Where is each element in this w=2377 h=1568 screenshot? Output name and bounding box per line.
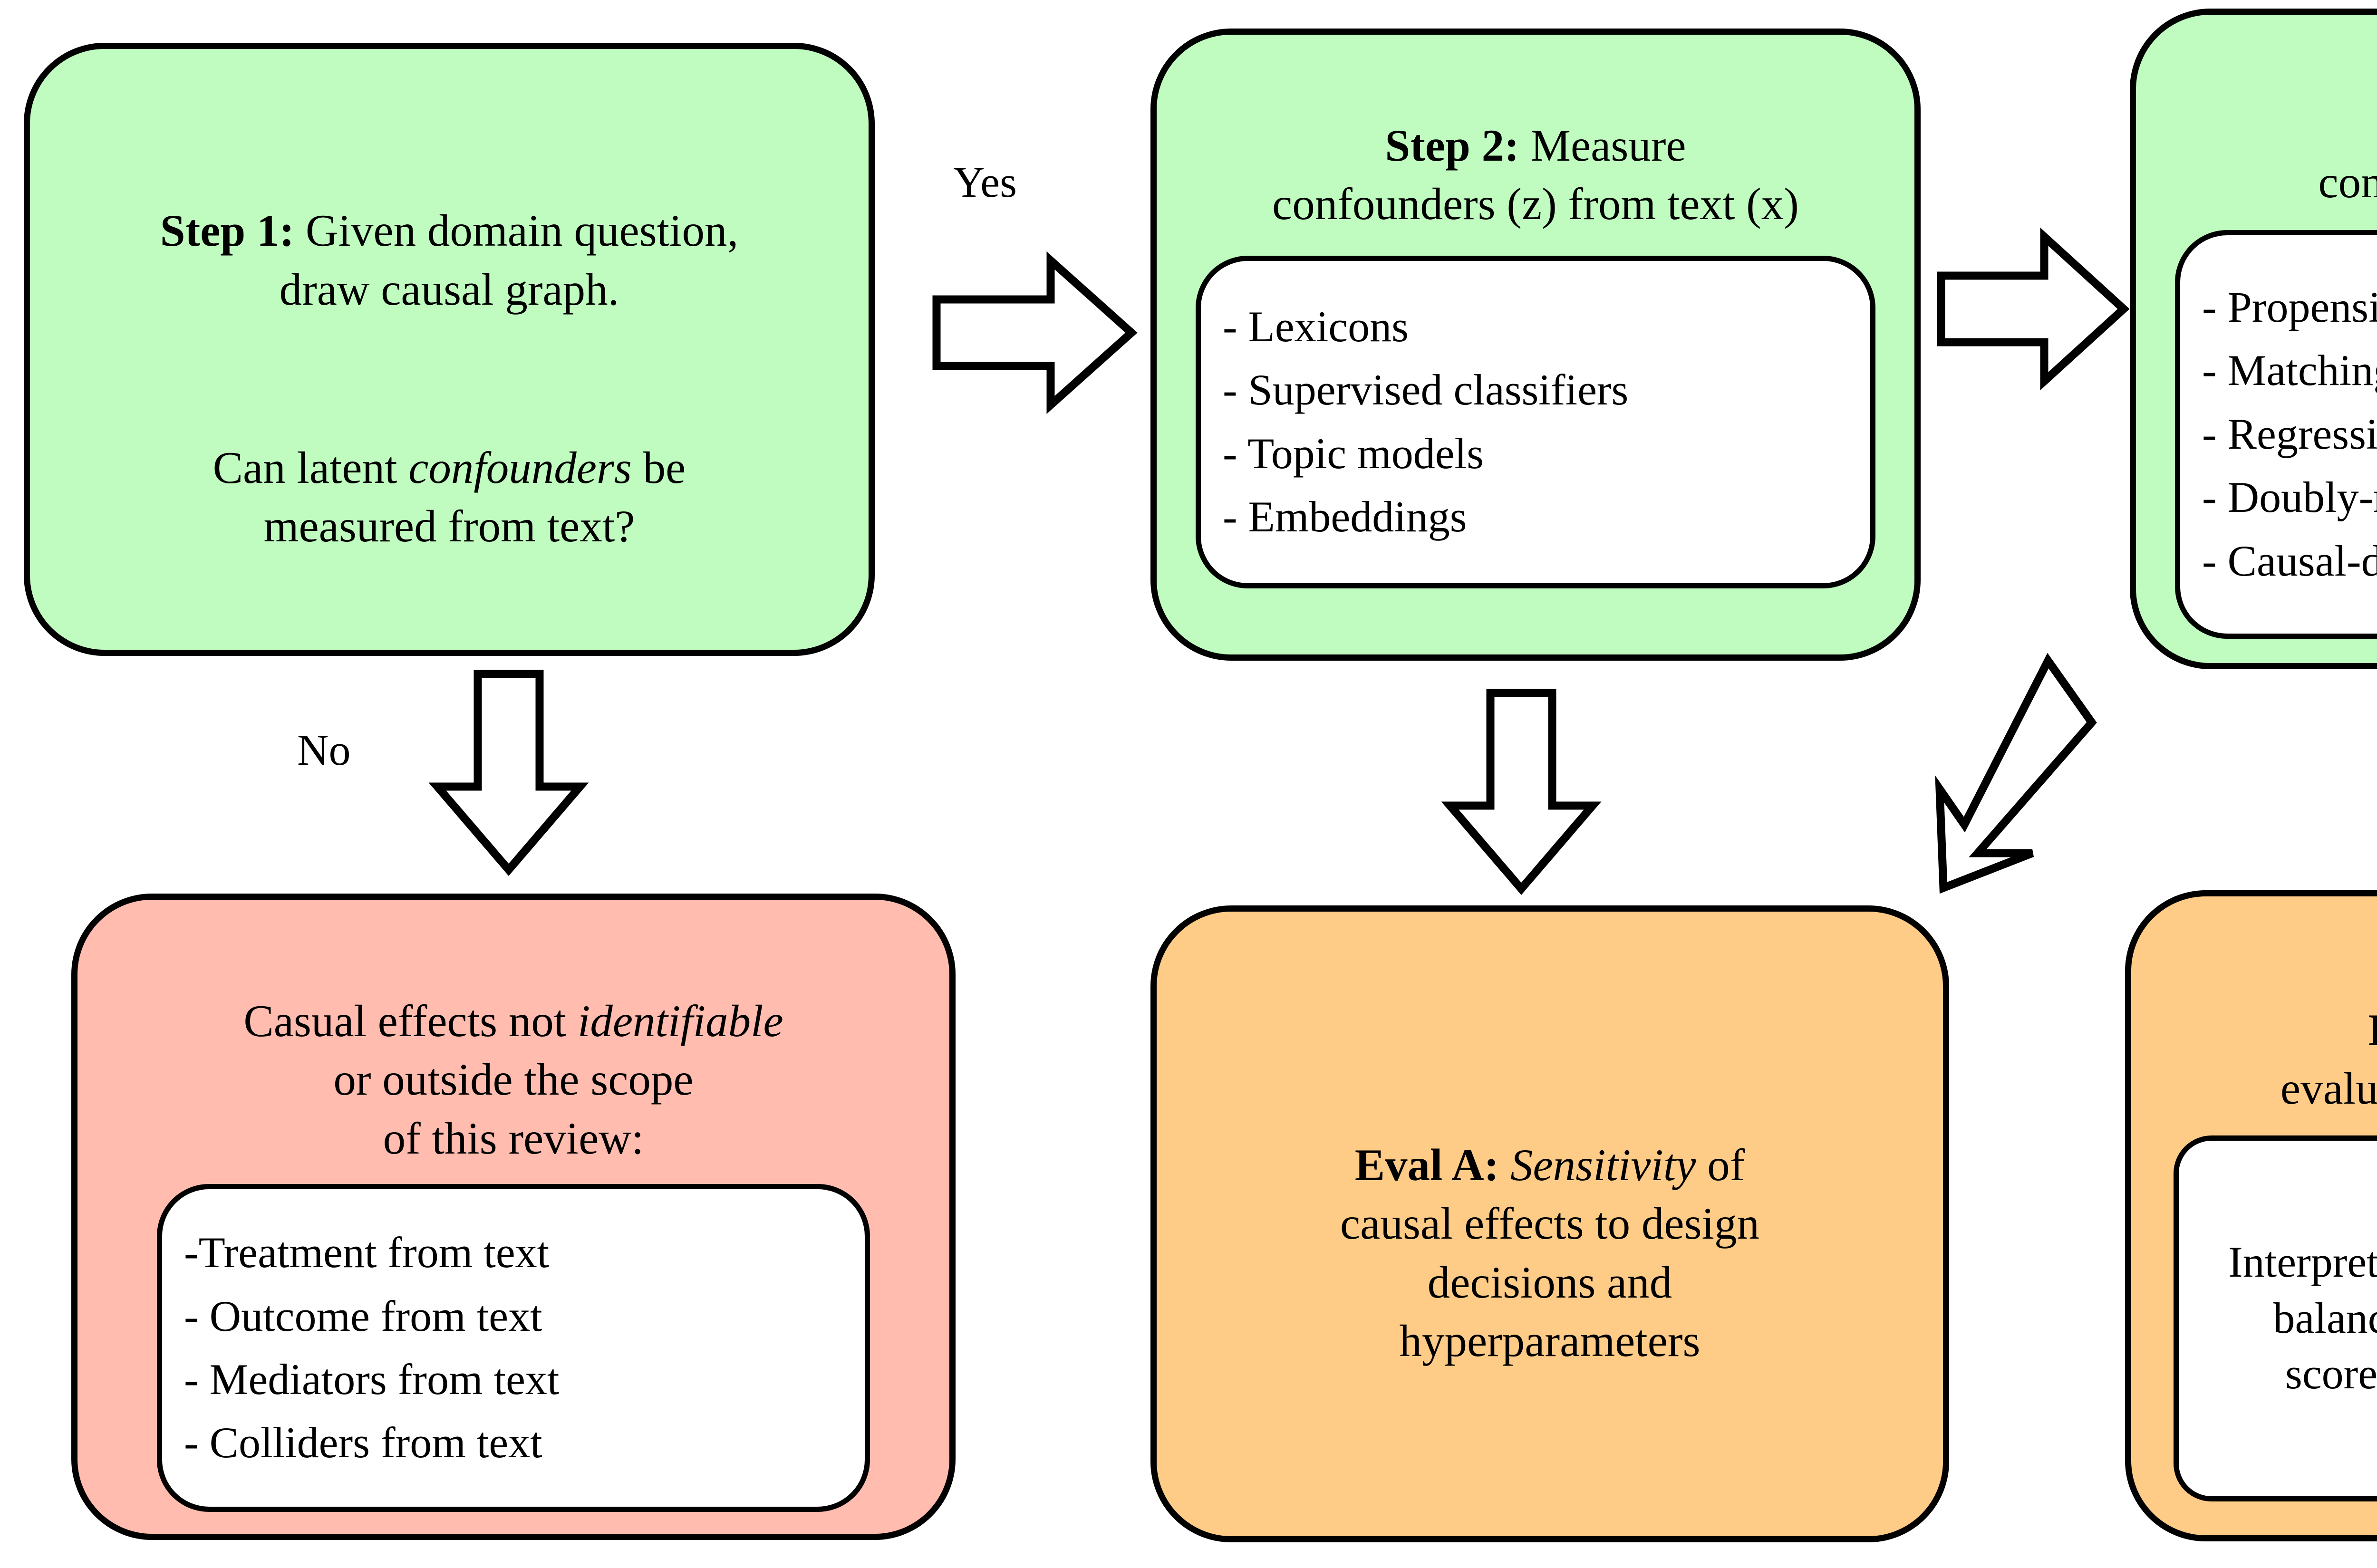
step-3-methods-panel: - Propensity score weighting - Matching …: [2175, 230, 2377, 639]
not-identifiable-item: - Outcome from text: [184, 1291, 542, 1340]
node-step-1[interactable]: Step 1: Given domain question, draw caus…: [24, 43, 875, 656]
arrow-step2-to-step3: [1937, 227, 2130, 391]
step-3-item: - Matching: [2202, 346, 2377, 395]
arrow-step1-to-not-identifiable: [428, 670, 589, 876]
step-2-title-rest: Measure confounders (z) from text (x): [1272, 120, 1799, 230]
step-1-label: Step 1:: [160, 205, 295, 256]
not-identifiable-panel: -Treatment from text - Outcome from text…: [157, 1184, 870, 1512]
not-identifiable-item: - Colliders from text: [184, 1418, 542, 1467]
step-2-item: - Lexicons: [1223, 302, 1409, 351]
node-step-3[interactable]: Step 3: Method to remove confounding fro…: [2130, 9, 2377, 669]
step-1-title: Step 1: Given domain question, draw caus…: [141, 143, 757, 319]
not-identifiable-item: -Treatment from text: [184, 1228, 550, 1277]
eval-b-title: Eval B: Human evaluation of adjustments: [2261, 942, 2377, 1118]
step-3-item: - Regression Adjustment: [2202, 409, 2377, 458]
node-eval-a[interactable]: Eval A: Sensitivity of causal effects to…: [1150, 905, 1949, 1542]
not-identifiable-emphasis: identifiable: [577, 995, 783, 1046]
edge-label-no: No: [297, 726, 351, 774]
step-3-title-rest: Method to remove confounding from causal…: [2318, 157, 2377, 207]
step-2-item: - Embeddings: [1223, 492, 1467, 541]
eval-b-title-rest: Human evaluation of adjustments: [2280, 1063, 2377, 1114]
arrow-step3-to-eval-a: [1892, 651, 2196, 898]
node-eval-b[interactable]: Eval B: Human evaluation of adjustments …: [2125, 890, 2377, 1541]
step-1-title-rest: Given domain question, draw causal graph…: [279, 205, 739, 315]
step-3-title: Step 3: Method to remove confounding fro…: [2300, 36, 2377, 212]
edge-label-yes: Yes: [953, 158, 1017, 206]
not-identifiable-header-pre: Casual effects not: [243, 995, 578, 1046]
not-identifiable-header-post: or outside the scope of this review:: [333, 1054, 694, 1164]
eval-a-emphasis: Sensitivity: [1499, 1139, 1696, 1190]
eval-a-text: Eval A: Sensitivity of causal effects to…: [1321, 1077, 1778, 1371]
eval-b-subbox: Interpretable balance scores: [2174, 1135, 2377, 1501]
step-3-item: - Causal-driven rep. learning: [2202, 536, 2377, 585]
not-identifiable-header: Casual effects not identifiable or outsi…: [224, 933, 802, 1168]
not-identifiable-item: - Mediators from text: [184, 1355, 560, 1404]
step-2-title: Step 2: Measure confounders (z) from tex…: [1253, 58, 1818, 234]
step-1-question-post: be measured from text?: [263, 442, 686, 552]
eval-b-label: Eval B:: [2368, 1005, 2377, 1055]
node-not-identifiable[interactable]: Casual effects not identifiable or outsi…: [71, 894, 956, 1540]
step-1-question-emphasis: confounders: [408, 442, 632, 493]
step-2-label: Step 2:: [1385, 120, 1519, 171]
eval-b-subbox-row: Interpretable balance scores Human judgm…: [2174, 1135, 2377, 1501]
eval-a-label: Eval A:: [1354, 1139, 1499, 1190]
step-2-item: - Supervised classifiers: [1223, 366, 1629, 414]
step-3-item: - Doubly-robust methods: [2202, 473, 2377, 522]
node-step-2[interactable]: Step 2: Measure confounders (z) from tex…: [1150, 29, 1921, 661]
step-1-question: Can latent confounders be measured from …: [194, 380, 705, 556]
arrow-step2-to-eval-a: [1440, 689, 1602, 895]
arrow-step1-to-step2: [932, 251, 1138, 414]
step-1-question-pre: Can latent: [213, 442, 409, 493]
step-2-item: - Topic models: [1223, 429, 1484, 478]
eval-a-text-rest: of causal effects to design decisions an…: [1340, 1139, 1759, 1366]
step-2-methods-panel: - Lexicons - Supervised classifiers - To…: [1196, 255, 1875, 588]
eval-b-subbox-label: Interpretable balance scores: [2228, 1237, 2377, 1398]
step-3-item: - Propensity score weighting: [2202, 283, 2377, 332]
